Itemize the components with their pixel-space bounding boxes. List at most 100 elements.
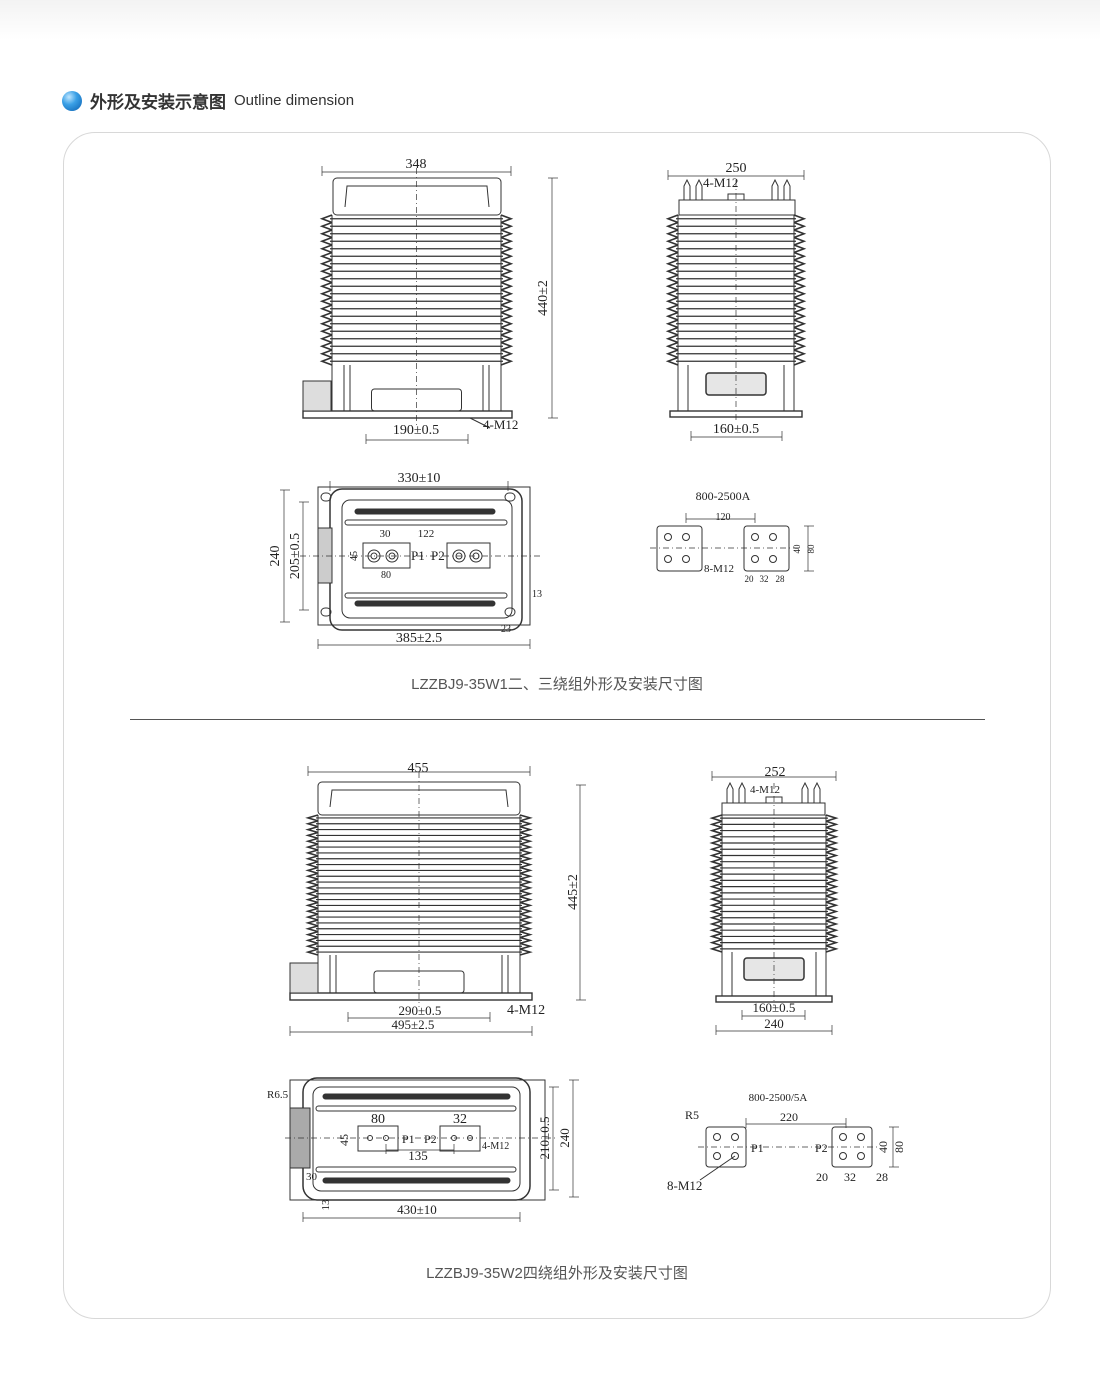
insulator-fin (665, 289, 807, 299)
terminal-pad (743, 525, 790, 572)
dim-label: 220 (780, 1110, 798, 1124)
dim-label: 252 (765, 765, 786, 780)
insulator-fin (319, 326, 514, 336)
section-heading: 外形及安装示意图 Outline dimension (62, 88, 354, 113)
insulator-fin (305, 901, 533, 910)
insulator-fin (305, 825, 533, 834)
bolt-hole (383, 1135, 389, 1141)
insulator-fin (305, 948, 533, 956)
insulator-fin (665, 244, 807, 254)
bolt-hole (682, 533, 690, 541)
insulator-fin (665, 304, 807, 314)
insulator-fin (709, 907, 839, 916)
terminal-p1 (357, 1125, 399, 1152)
slot (344, 592, 508, 599)
dim-label: 440±2 (536, 280, 551, 316)
insulator-fin (665, 221, 807, 231)
dim-label: 445±2 (566, 874, 581, 910)
insulator-fin (709, 851, 839, 860)
dim-label: 23 (501, 624, 511, 635)
insulator-fin (709, 920, 839, 928)
dim-label: 495±2.5 (392, 1017, 435, 1032)
insulator-fin (319, 289, 514, 299)
insulator-fin (305, 872, 533, 880)
dim-label: 40 (792, 544, 802, 554)
secondary-terminal-box (289, 962, 319, 994)
slot (315, 1105, 517, 1112)
dim-label: 20 (745, 574, 755, 584)
mounting-slot (320, 607, 332, 617)
insulator-fin (319, 341, 514, 351)
dim-label: 4-M12 (482, 1141, 509, 1152)
insulator-fin (305, 814, 533, 822)
bolt-hole (769, 555, 777, 563)
rating-label: 800-2500A (696, 489, 751, 503)
insulator-fin (319, 334, 514, 344)
dim-label: 348 (406, 157, 427, 172)
leader-line (699, 1155, 736, 1181)
dim-label: 122 (418, 528, 435, 540)
dim-label: 455 (408, 761, 429, 776)
insulator-fin (665, 236, 807, 246)
insulator-fin (305, 849, 533, 857)
dim-label: 40 (876, 1141, 890, 1153)
dim-label: 32 (760, 574, 769, 584)
insulator-fin (665, 334, 807, 344)
base-plate (289, 992, 533, 1001)
insulator-fin (305, 925, 533, 933)
dim-label: 13 (532, 589, 542, 600)
dim-label: 385±2.5 (396, 631, 442, 646)
terminal-p2 (439, 1125, 481, 1152)
dim-label: 30 (306, 1171, 318, 1183)
dim-label: 8-M12 (704, 563, 734, 575)
dim-label: 8-M12 (667, 1178, 702, 1193)
insulator-fin (319, 304, 514, 314)
dim-label: 28 (876, 1170, 888, 1184)
dim-label: 205±0.5 (288, 533, 303, 579)
insulator-fin (305, 913, 533, 921)
terminal-stud (783, 178, 791, 200)
bolt-hole (769, 533, 777, 541)
inner-outline (312, 1086, 521, 1192)
dim-label: 4-M12 (507, 1003, 545, 1018)
drawing-card (63, 132, 1051, 1319)
insulator-fin (709, 870, 839, 879)
insulator-fin (305, 831, 533, 840)
terminal-stud (801, 781, 809, 803)
insulator-fin (665, 356, 807, 366)
bolt-hole (839, 1152, 847, 1160)
insulator-fin (305, 837, 533, 845)
divider (130, 719, 985, 720)
insulator-fin (319, 214, 514, 224)
dim-label: 210±0.5 (537, 1117, 552, 1160)
insulator-fin (709, 945, 839, 953)
insulator-fin (665, 229, 807, 239)
insulator-fin (305, 820, 533, 828)
terminal-label: P2 (424, 1132, 437, 1146)
insulator-fin (305, 942, 533, 950)
dim-label: 4-M12 (483, 417, 518, 432)
top-cap (332, 177, 502, 216)
bolt-hole (664, 533, 672, 541)
bolt-hole (713, 1152, 721, 1160)
insulator-fin (319, 296, 514, 306)
dim-label: 32 (844, 1170, 856, 1184)
insulator-fin (709, 839, 839, 847)
insulator-fin (709, 901, 839, 910)
dim-label: 4-M12 (750, 784, 780, 796)
dim-label: 290±0.5 (399, 1003, 442, 1018)
secondary-terminal-box (302, 380, 332, 412)
bolt-hole (751, 533, 759, 541)
insulator-fin (665, 341, 807, 351)
insulator-fin (709, 814, 839, 822)
terminal-label: P2 (431, 548, 445, 563)
terminal-label: P2 (815, 1141, 828, 1155)
dim-label: 250 (726, 161, 747, 176)
dim-label: 32 (453, 1112, 467, 1127)
insulator-fin (709, 864, 839, 872)
insulator-fin (709, 888, 839, 897)
insulator-fin (319, 259, 514, 269)
dim-label: 240 (268, 546, 283, 567)
insulator-fin (305, 855, 533, 863)
